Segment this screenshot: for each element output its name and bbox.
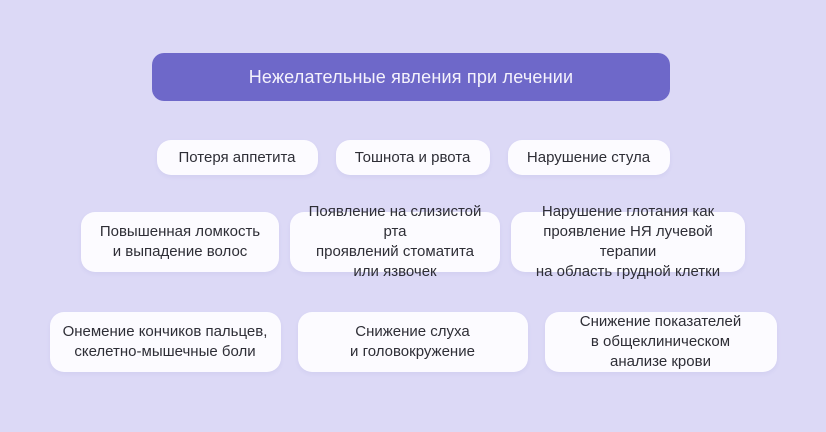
card-numbness-musculoskeletal-pain: Онемение кончиков пальцев, скелетно-мыше… <box>49 312 281 372</box>
adverse-events-row-1: Потеря аппетита Тошнота и рвота Нарушени… <box>0 140 826 175</box>
title-box: Нежелательные явления при лечении <box>152 53 670 101</box>
adverse-events-row-2: Повышенная ломкость и выпадение волос По… <box>0 203 826 280</box>
card-blood-test-decline: Снижение показателей в общеклиническом а… <box>544 312 777 372</box>
card-stool-disorder: Нарушение стула <box>507 140 670 175</box>
card-hearing-loss-dizziness: Снижение слуха и головокружение <box>297 312 528 372</box>
card-swallowing-disorder: Нарушение глотания как проявление НЯ луч… <box>511 203 745 280</box>
card-nausea-vomiting: Тошнота и рвота <box>335 140 490 175</box>
card-stomatitis-ulcers: Появление на слизистой рта проявлений ст… <box>290 203 500 280</box>
card-appetite-loss: Потеря аппетита <box>156 140 318 175</box>
diagram-title: Нежелательные явления при лечении <box>248 66 574 87</box>
card-hair-brittleness-loss: Повышенная ломкость и выпадение волос <box>81 212 279 272</box>
adverse-events-row-3: Онемение кончиков пальцев, скелетно-мыше… <box>0 312 826 372</box>
